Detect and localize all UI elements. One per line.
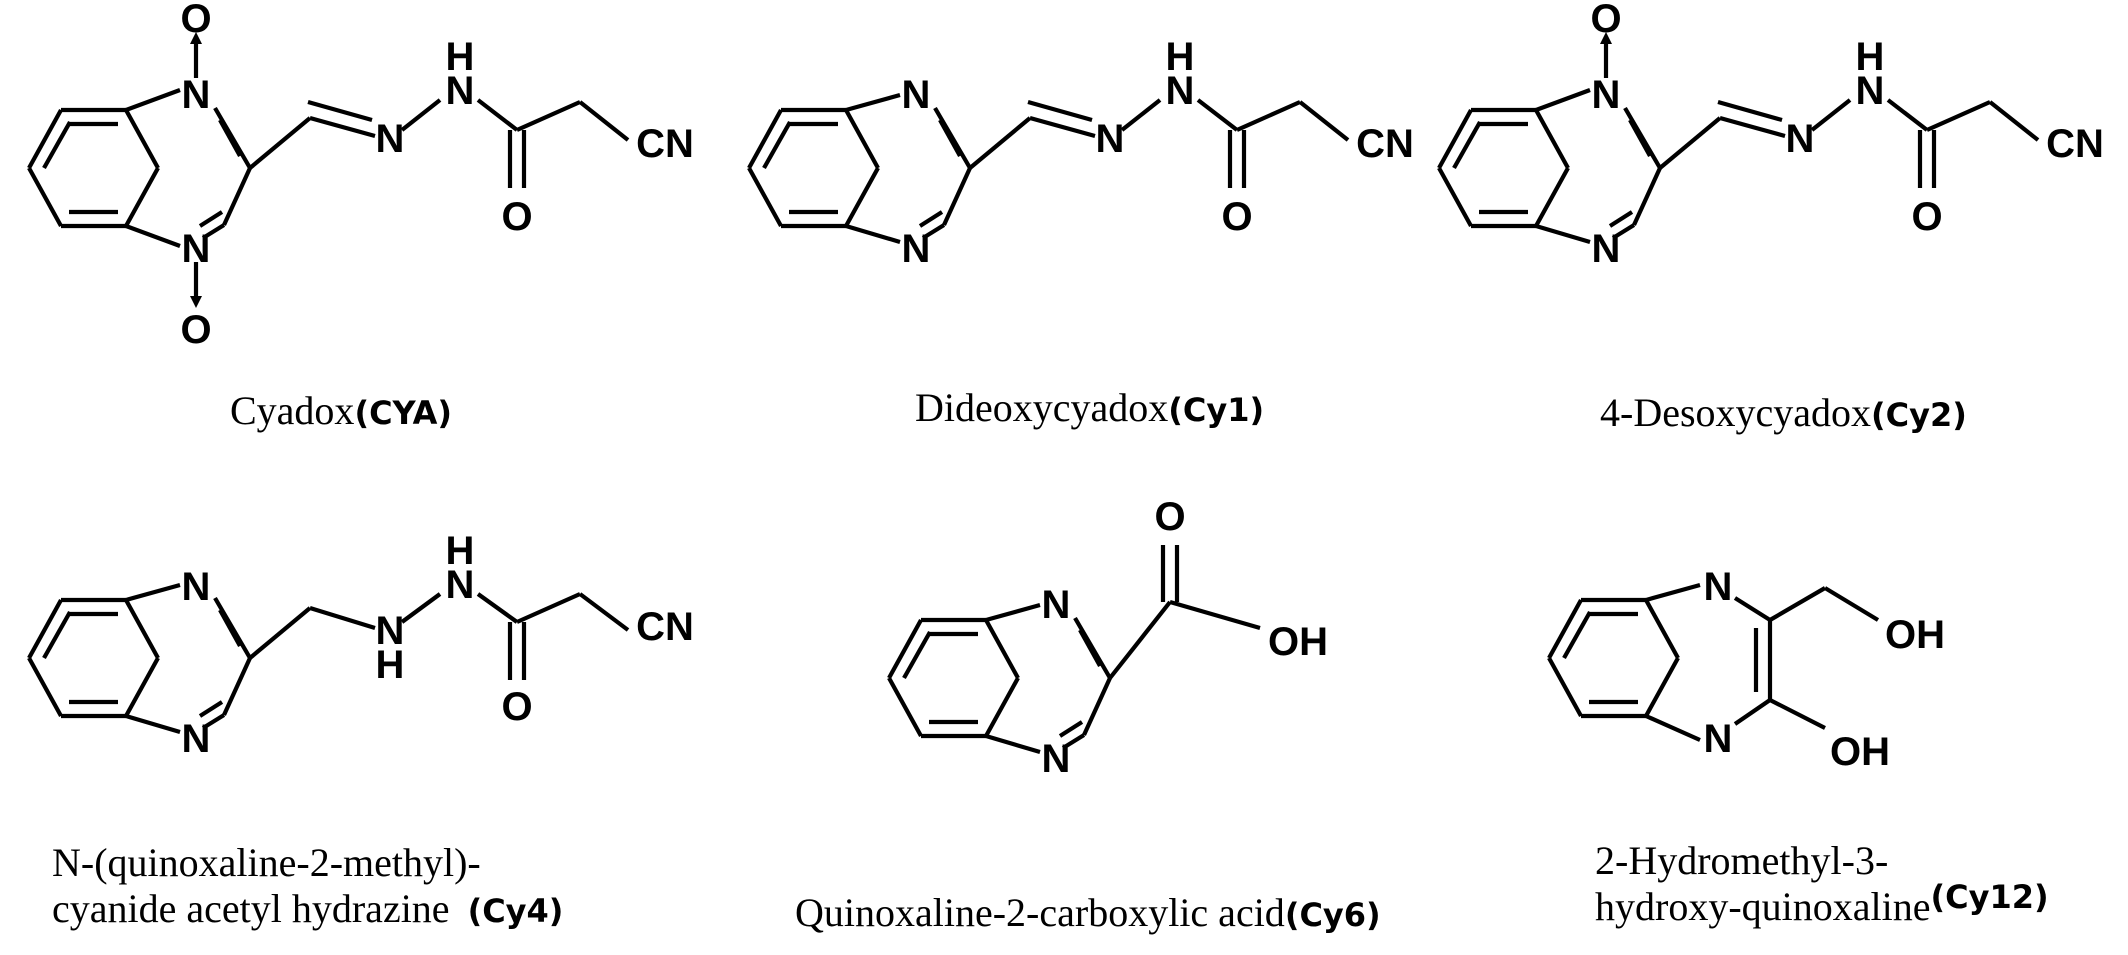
caption-cy12: 2-Hydromethyl-3- hydroxy-quinoxaline(Cy1…: [1595, 838, 2049, 932]
atom-h: H: [1166, 35, 1195, 79]
compound-code: (Cy4): [467, 892, 564, 930]
atom-o: O: [1154, 495, 1185, 539]
atom-n: N: [182, 73, 211, 117]
atom-n: N: [446, 69, 475, 113]
atom-o: O: [1221, 195, 1252, 239]
atom-h: H: [1856, 35, 1885, 79]
atom-cn: CN: [2046, 122, 2104, 166]
caption-cy6: Quinoxaline-2-carboxylic acid(Cy6): [795, 890, 1381, 938]
atom-o: O: [180, 308, 211, 352]
compound-name-line1: 2-Hydromethyl-3-: [1595, 838, 1889, 883]
compound-name: Quinoxaline-2-carboxylic acid: [795, 890, 1285, 935]
compound-name: Dideoxycyadox: [915, 385, 1169, 430]
compound-name-line1: N-(quinoxaline-2-methyl)-: [52, 840, 481, 885]
caption-cy4: N-(quinoxaline-2-methyl)- cyanide acetyl…: [52, 840, 563, 934]
compound-name: Cyadox: [230, 388, 355, 433]
atom-cn: CN: [636, 605, 694, 649]
atom-n: N: [1096, 117, 1125, 161]
atom-o: O: [501, 195, 532, 239]
atom-n: N: [182, 227, 211, 271]
atom-n: N: [376, 117, 405, 161]
atom-h: H: [446, 35, 475, 79]
compound-name: 4-Desoxycyadox: [1600, 390, 1872, 435]
atom-o: O: [1590, 0, 1621, 41]
atom-n: N: [902, 73, 931, 117]
compound-code: (Cy1): [1168, 391, 1265, 429]
atom-n: N: [446, 563, 475, 607]
compound-name-line2: hydroxy-quinoxaline: [1595, 884, 1931, 929]
atom-o: O: [1911, 195, 1942, 239]
structure-cy6: N N O OH: [887, 495, 1328, 781]
compound-code: (Cy6): [1284, 896, 1381, 934]
atom-cn: CN: [1356, 122, 1414, 166]
compound-code: (Cy2): [1871, 396, 1967, 434]
atom-o: O: [501, 685, 532, 729]
caption-cyadox: Cyadox(CYA): [230, 388, 452, 436]
atom-n: N: [1592, 73, 1621, 117]
compound-code: (CYA): [354, 394, 453, 432]
atom-h: H: [446, 529, 475, 573]
structure-cy4: N N N H N H O CN: [27, 529, 694, 761]
caption-4-desoxycyadox: 4-Desoxycyadox(Cy2): [1600, 390, 1967, 438]
structure-4-desoxycyadox: N N O N N H O CN: [1437, 0, 2104, 271]
atom-n: N: [1704, 717, 1733, 761]
compound-code: (Cy12): [1930, 878, 2049, 916]
atom-n: N: [182, 565, 211, 609]
atom-oh: OH: [1830, 730, 1890, 774]
atom-n: N: [1166, 69, 1195, 113]
structure-dideoxycyadox: N N N N H O CN: [747, 35, 1414, 271]
atom-n: N: [902, 227, 931, 271]
atom-n: N: [1786, 117, 1815, 161]
atom-n: N: [376, 609, 405, 653]
structure-cyadox: N N O O N N H O CN: [27, 0, 694, 352]
structure-cy12: N N OH OH: [1547, 565, 1945, 774]
atom-o: O: [180, 0, 211, 41]
caption-dideoxycyadox: Dideoxycyadox(Cy1): [915, 385, 1264, 433]
compound-name-line2: cyanide acetyl hydrazine: [52, 886, 450, 931]
atom-cn: CN: [636, 122, 694, 166]
atom-n: N: [1042, 583, 1071, 627]
atom-n: N: [1592, 227, 1621, 271]
atom-n: N: [1042, 737, 1071, 781]
atom-oh: OH: [1885, 613, 1945, 657]
atom-n: N: [1704, 565, 1733, 609]
atom-n: N: [182, 717, 211, 761]
atom-h: H: [376, 643, 405, 687]
atom-n: N: [1856, 69, 1885, 113]
atom-oh: OH: [1268, 620, 1328, 664]
